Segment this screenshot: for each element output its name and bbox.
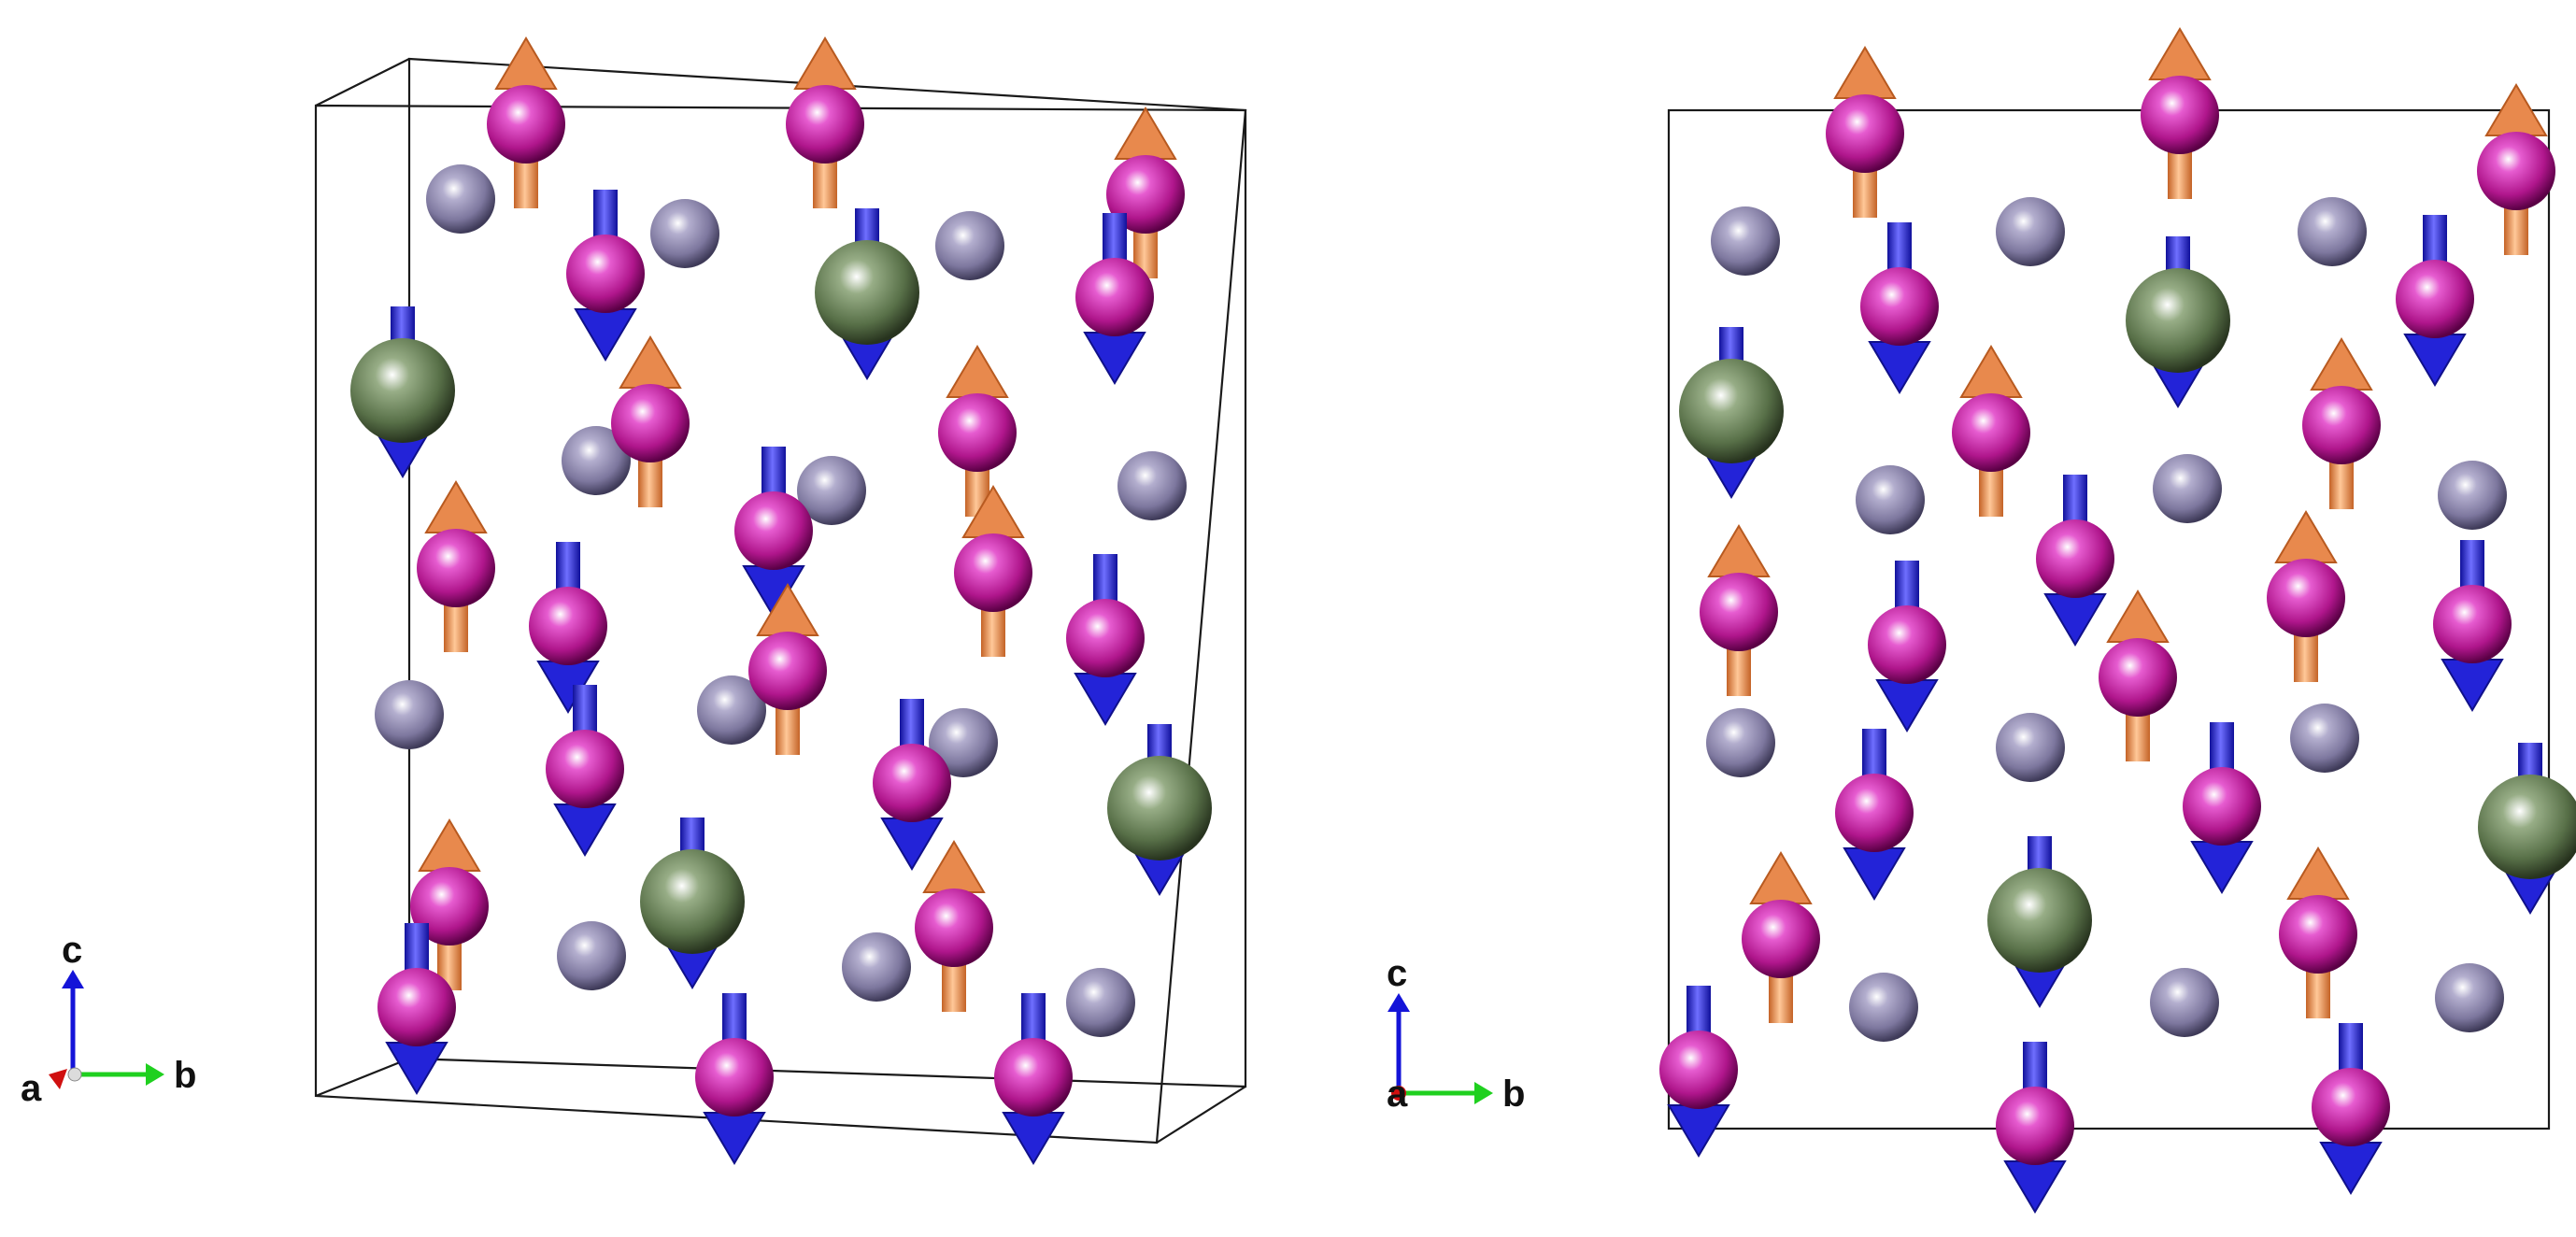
- magnetic-atom: [566, 235, 645, 313]
- magnetic-atom: [734, 491, 813, 570]
- axis-b-label: b: [174, 1055, 196, 1096]
- axis-triad-right: c b a: [1387, 953, 1525, 1115]
- magnetic-atom: [1075, 258, 1154, 336]
- projection-along-a: c b a: [1387, 27, 2576, 1214]
- heavy-atom: [1679, 359, 1784, 463]
- light-atom: [2298, 197, 2367, 266]
- magnetic-atom: [2312, 1068, 2390, 1146]
- light-atom: [929, 708, 998, 777]
- light-atom: [2435, 963, 2504, 1032]
- light-atom: [797, 456, 866, 525]
- magnetic-atom: [410, 867, 489, 946]
- light-atom: [2150, 968, 2219, 1037]
- magnetic-atom: [786, 85, 864, 164]
- light-atom: [842, 932, 911, 1002]
- cell-edge: [315, 58, 410, 107]
- cell-edge: [315, 1057, 410, 1098]
- atom-layer-left: [350, 36, 1212, 1165]
- light-atom: [2153, 454, 2222, 523]
- light-atom: [1117, 451, 1187, 520]
- magnetic-atom: [2183, 767, 2261, 846]
- light-atom: [426, 164, 495, 234]
- heavy-atom: [350, 338, 455, 443]
- magnetic-atom: [377, 968, 456, 1046]
- axis-c-label: c: [62, 930, 82, 971]
- light-atom: [650, 199, 719, 268]
- light-atom: [2290, 704, 2359, 773]
- magnetic-atom: [994, 1038, 1073, 1116]
- magnetic-atom: [529, 587, 607, 665]
- heavy-atom: [815, 240, 919, 345]
- magnetic-atom: [1868, 605, 1946, 684]
- magnetic-atom: [2099, 638, 2177, 717]
- light-atom: [2438, 461, 2507, 530]
- axis-b-label: b: [1502, 1073, 1525, 1115]
- magnetic-atom: [1835, 774, 1914, 852]
- magnetic-atom: [2267, 559, 2345, 637]
- magnetic-atom: [487, 85, 565, 164]
- magnetic-atom: [2477, 132, 2555, 210]
- light-atom: [1711, 206, 1780, 276]
- magnetic-atom: [2433, 585, 2512, 663]
- light-atom: [935, 211, 1004, 280]
- magnetic-atom: [2141, 76, 2219, 154]
- axis-b-arrowhead: [146, 1063, 164, 1086]
- axis-c-label: c: [1387, 953, 1407, 994]
- magnetic-atom: [748, 632, 827, 710]
- heavy-atom: [1107, 756, 1212, 860]
- light-atom: [1849, 973, 1918, 1042]
- light-atom: [1706, 708, 1775, 777]
- axis-a-label: a: [21, 1068, 42, 1109]
- magnetic-atom: [1826, 94, 1904, 173]
- magnetic-atom: [1996, 1087, 2074, 1165]
- heavy-atom: [2126, 268, 2230, 373]
- magnetic-atom: [2036, 519, 2114, 598]
- light-atom: [1996, 713, 2065, 782]
- magnetic-atom: [873, 744, 951, 822]
- axis-origin: [67, 1067, 82, 1082]
- axis-a-label: a: [1387, 1073, 1408, 1115]
- light-atom: [697, 675, 766, 745]
- light-atom: [375, 680, 444, 749]
- light-atom: [1066, 968, 1135, 1037]
- magnetic-atom: [611, 384, 690, 462]
- magnetic-atom: [2279, 895, 2357, 974]
- cell-edge: [1156, 1086, 1246, 1144]
- axis-triad-left: c b a: [21, 930, 196, 1109]
- axis-a-dot: [1391, 1086, 1406, 1101]
- magnetic-atom: [695, 1038, 774, 1116]
- magnetic-atom: [1860, 267, 1939, 346]
- magnetic-atom: [417, 529, 495, 607]
- light-atom: [562, 426, 631, 495]
- heavy-atom: [2478, 775, 2576, 879]
- axis-c-arrowhead: [62, 970, 84, 988]
- light-atom: [1996, 197, 2065, 266]
- magnetic-atom: [2396, 260, 2474, 338]
- magnetic-atom: [954, 533, 1032, 612]
- magnetic-atom: [1952, 393, 2030, 472]
- magnetic-atom: [938, 393, 1017, 472]
- magnetic-atom: [1659, 1031, 1738, 1109]
- heavy-atom: [640, 849, 745, 954]
- axis-b-arrowhead: [1474, 1082, 1493, 1104]
- magnetic-atom: [546, 730, 624, 808]
- magnetic-atom: [2302, 386, 2381, 464]
- unit-cell-frame: [1667, 108, 2551, 1130]
- magnetic-atom: [1742, 900, 1820, 978]
- light-atom: [557, 921, 626, 990]
- axis-a-arrowhead: [49, 1069, 67, 1089]
- perspective-view: c b a: [21, 36, 1247, 1165]
- magnetic-atom: [1700, 573, 1778, 651]
- magnetic-atom: [1066, 599, 1145, 677]
- atom-layer-right: [1659, 27, 2576, 1214]
- magnetic-atom: [915, 889, 993, 967]
- light-atom: [1856, 465, 1925, 534]
- heavy-atom: [1987, 868, 2092, 973]
- axis-c-arrowhead: [1388, 993, 1410, 1012]
